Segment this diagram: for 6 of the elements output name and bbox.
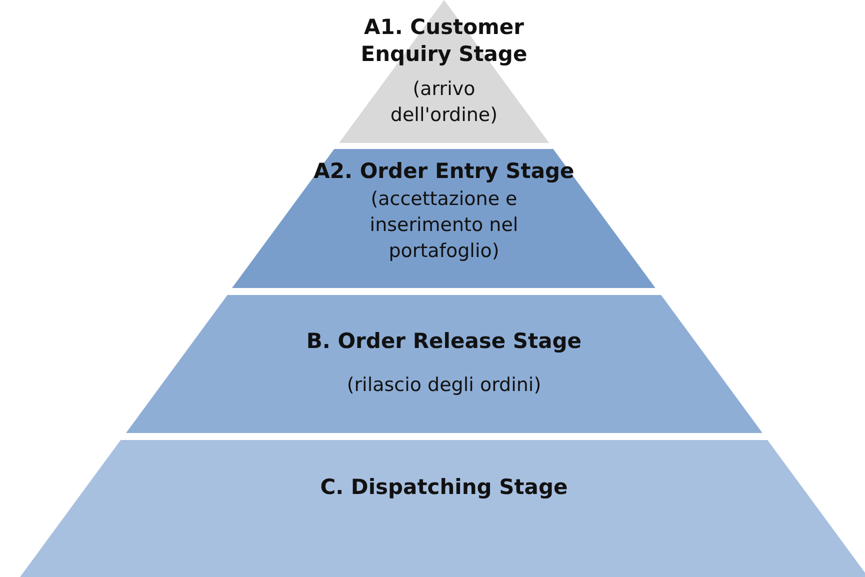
tier-description: (rilascio degli ordini) xyxy=(346,373,542,398)
tier-heading: B. Order Release Stage xyxy=(305,328,583,355)
tier-description: (accettazione e inserimento nel portafoglio) xyxy=(368,187,520,264)
tier-description: (arrivo dell'ordine) xyxy=(389,77,499,128)
tier-heading: C. Dispatching Stage xyxy=(319,474,569,501)
tier-heading: A1. Customer Enquiry Stage xyxy=(360,14,528,68)
